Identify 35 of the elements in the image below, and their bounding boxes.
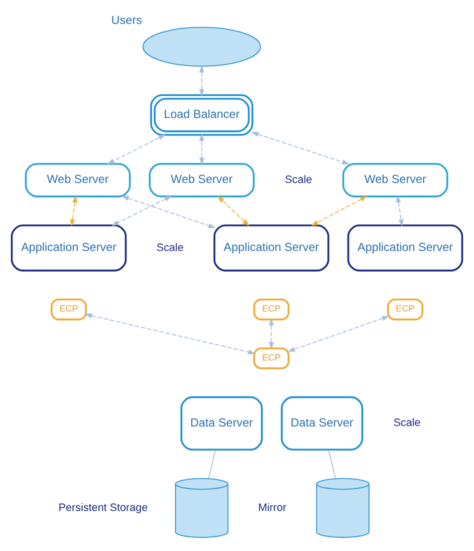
label: Mirror <box>258 501 286 514</box>
label: Scale <box>393 416 421 429</box>
arrow <box>199 64 204 96</box>
arrow <box>268 318 274 349</box>
node-box: Load Balancer <box>150 94 254 136</box>
connector <box>328 449 336 478</box>
node-box: Application Server <box>347 224 464 271</box>
label: Scale <box>284 173 312 186</box>
arrow <box>84 312 256 354</box>
node-box: Application Server <box>213 224 330 271</box>
node-box: Web Server <box>342 162 448 197</box>
node-cloud <box>142 26 261 66</box>
node-box: ECP <box>50 298 87 320</box>
arrow <box>122 195 216 228</box>
node-box: Data Server <box>280 396 364 450</box>
node-box: ECP <box>253 298 290 320</box>
label: Scale <box>156 241 184 254</box>
arrow <box>111 195 172 226</box>
node-box: Data Server <box>180 396 263 450</box>
node-box: Web Server <box>148 162 255 197</box>
arrow <box>107 134 166 164</box>
node-box: Web Server <box>24 162 131 197</box>
arrow <box>396 194 404 226</box>
node-box: Application Server <box>10 224 127 271</box>
arrow <box>310 195 368 226</box>
label: Persistent Storage <box>58 501 148 514</box>
arrow <box>217 195 250 226</box>
arrow <box>251 131 350 164</box>
connector <box>208 449 216 478</box>
node-label: Users <box>111 14 142 27</box>
arrow <box>199 133 204 165</box>
node-box: ECP <box>253 346 290 369</box>
arrow <box>70 194 78 226</box>
arrow <box>288 315 390 352</box>
node-box: ECP <box>387 298 424 320</box>
